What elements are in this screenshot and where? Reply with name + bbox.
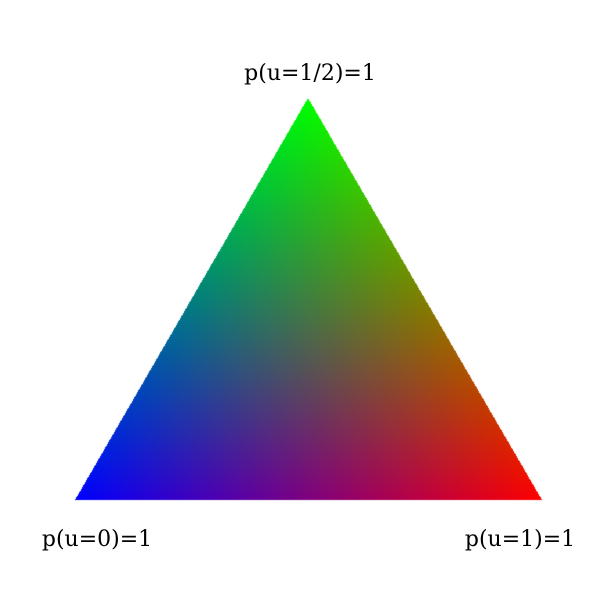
vertex-label-bottom-right: p(u=1)=1 [464, 527, 576, 552]
vertex-label-top: p(u=1/2)=1 [244, 61, 376, 86]
vertex-label-bottom-left: p(u=0)=1 [41, 527, 153, 552]
